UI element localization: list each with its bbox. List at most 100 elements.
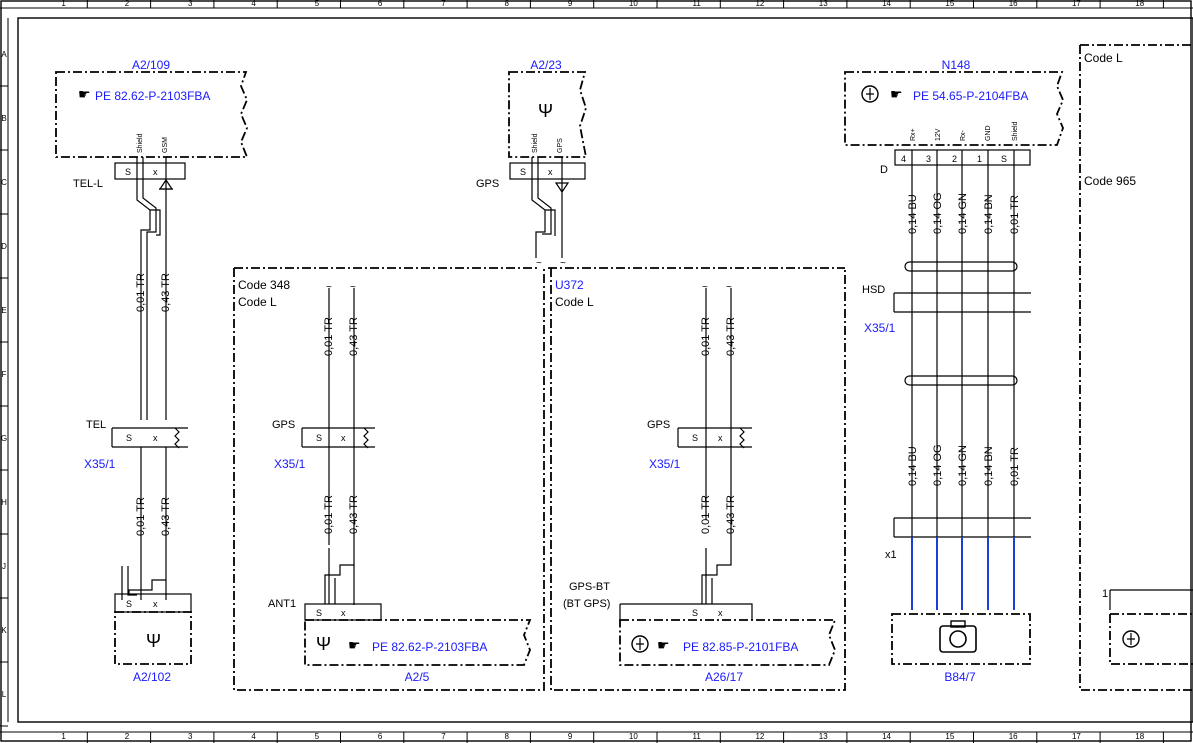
pin-gsm-label: GSM xyxy=(162,137,169,153)
a2-102-component: S x Ψ A2/102 xyxy=(114,593,192,684)
column-label: 14 xyxy=(882,0,891,8)
x1-label: x1 xyxy=(885,549,897,561)
column-label: 10 xyxy=(629,732,638,741)
column-label: 7 xyxy=(441,0,446,8)
a2-23-label: A2/23 xyxy=(530,58,562,72)
column-label: 18 xyxy=(1135,0,1144,8)
code-348-label: Code 348 xyxy=(238,278,290,292)
column-label: 18 xyxy=(1135,732,1144,741)
pin-s: S xyxy=(126,433,132,443)
column-label: 3 xyxy=(188,732,193,741)
svg-text:~: ~ xyxy=(350,282,356,293)
column-label: 8 xyxy=(505,0,510,8)
pin-s: S xyxy=(692,608,698,618)
column-label: 13 xyxy=(819,0,828,8)
column-label: 2 xyxy=(125,0,130,8)
column-ruler: 1122334455667788991010111112121313141415… xyxy=(61,0,1164,743)
row-label: J xyxy=(2,562,6,571)
pin-x: x xyxy=(341,608,346,618)
wire-bn-a: 0,14 BN xyxy=(983,194,995,234)
pin-3: 3 xyxy=(926,154,931,164)
row-label: C xyxy=(1,178,7,187)
svg-text:~: ~ xyxy=(702,282,708,293)
pin-s: S xyxy=(316,608,322,618)
code-l-mid-label: Code L xyxy=(238,295,277,309)
pin-shield: Shield xyxy=(1012,121,1019,141)
code-l-u372-label: Code L xyxy=(555,295,594,309)
hsd-label: HSD xyxy=(862,284,885,296)
column-label: 16 xyxy=(1009,732,1018,741)
row-label: D xyxy=(1,242,7,251)
wire-bu-b: 0,14 BU xyxy=(907,446,919,486)
wire-tr001-c: 0,01 TR xyxy=(323,317,335,356)
wire-og-b: 0,14 OG xyxy=(932,444,944,486)
column-label: 14 xyxy=(882,732,891,741)
pin-x: x xyxy=(153,433,158,443)
a26-17-label: A26/17 xyxy=(705,670,743,684)
column-label: 8 xyxy=(505,732,510,741)
wire-bn-b: 0,14 BN xyxy=(983,446,995,486)
column-label: 5 xyxy=(315,0,320,8)
column-label: 9 xyxy=(568,732,573,741)
pin-s: S xyxy=(520,167,526,177)
ant1-label: ANT1 xyxy=(268,598,296,610)
pin-2: 2 xyxy=(952,154,957,164)
transistor-icon xyxy=(1122,630,1140,648)
column-label: 1 xyxy=(61,0,66,8)
transistor-icon xyxy=(861,85,879,103)
camera-wires xyxy=(911,537,1015,610)
n148-component: N148 ☛ PE 54.65-P-2104FBA Rx+ 12V Rx- GN… xyxy=(844,58,1064,176)
gps-left-label: GPS xyxy=(272,419,295,431)
bt-gps-label: (BT GPS) xyxy=(563,598,610,610)
hand-pointer-icon: ☛ xyxy=(78,86,91,102)
antenna-icon: Ψ xyxy=(316,634,331,654)
a2-109-ref: PE 82.62-P-2103FBA xyxy=(95,89,210,103)
pin-gps-label: GPS xyxy=(557,138,564,153)
column-label: 7 xyxy=(441,732,446,741)
a2-109-component: A2/109 ☛ PE 82.62-P-2103FBA Shield GSM T… xyxy=(55,58,249,190)
wire-tr001-f: 0,01 TR xyxy=(700,495,712,534)
connector-1-label: 1 xyxy=(1102,588,1108,600)
wire-tr043-a: 0,43 TR xyxy=(160,273,172,312)
pin-x: x xyxy=(153,167,158,177)
x35-1-label-a: X35/1 xyxy=(84,457,116,471)
code-965-label: Code 965 xyxy=(1084,174,1136,188)
column-label: 2 xyxy=(125,732,130,741)
wire-tr001-a: 0,01 TR xyxy=(135,273,147,312)
wire-tr001-b: 0,01 TR xyxy=(135,497,147,536)
x35-1-label-d: X35/1 xyxy=(864,321,896,335)
code-l-right-label: Code L xyxy=(1084,51,1123,65)
column-label: 17 xyxy=(1072,732,1081,741)
column-label: 11 xyxy=(692,0,701,8)
wire-gn-a: 0,14 GN xyxy=(957,193,969,234)
a2-5-label: A2/5 xyxy=(405,670,430,684)
u372-label: U372 xyxy=(555,278,584,292)
row-label: H xyxy=(1,498,7,507)
pin-x: x xyxy=(718,608,723,618)
pin-1: 1 xyxy=(977,154,982,164)
b84-7-label: B84/7 xyxy=(944,670,976,684)
row-label: K xyxy=(1,626,7,635)
d-label: D xyxy=(880,164,888,176)
antenna-icon: Ψ xyxy=(538,101,553,121)
tel-shield-path xyxy=(136,157,167,420)
column-label: 5 xyxy=(315,732,320,741)
pin-x: x xyxy=(341,433,346,443)
n148-wires: HSD X35/1 x1 xyxy=(862,150,1031,610)
pin-4: 4 xyxy=(901,154,906,164)
a26-17-ref: PE 82.85-P-2101FBA xyxy=(683,640,798,654)
wire-bu-a: 0,14 BU xyxy=(907,194,919,234)
wire-tr043-b: 0,43 TR xyxy=(160,497,172,536)
hand-pointer-icon: ☛ xyxy=(890,86,903,102)
column-label: 12 xyxy=(755,732,764,741)
column-label: 1 xyxy=(61,732,66,741)
column-label: 3 xyxy=(188,0,193,8)
pin-s: S xyxy=(125,167,131,177)
a2-5-ref: PE 82.62-P-2103FBA xyxy=(372,640,487,654)
row-label: E xyxy=(1,306,6,315)
pin-s: S xyxy=(1001,154,1007,164)
camera-icon xyxy=(939,620,977,653)
pin-x: x xyxy=(153,599,158,609)
wire-tr001-d: 0,01 TR xyxy=(323,495,335,534)
